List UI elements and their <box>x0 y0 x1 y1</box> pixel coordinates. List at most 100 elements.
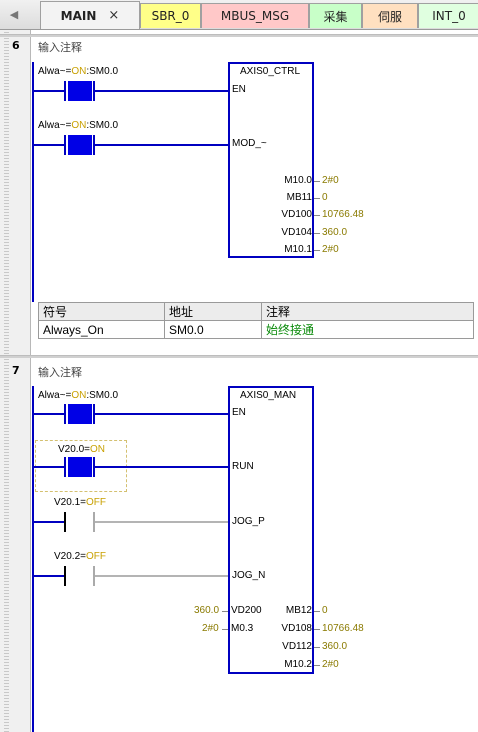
network-number: 6 <box>12 39 20 52</box>
function-block[interactable] <box>228 62 314 258</box>
block-title: AXIS0_MAN <box>240 390 297 401</box>
contact-bar <box>64 135 66 155</box>
wire <box>95 413 228 415</box>
stub <box>314 181 320 182</box>
output-value: 10766.48 <box>322 623 364 634</box>
pin-param: M0.3 <box>231 623 254 634</box>
pin-out: VD100 <box>281 209 312 220</box>
tab-label: INT_0 <box>432 9 466 23</box>
wire <box>95 90 228 92</box>
param-value: 360.0 <box>194 605 220 616</box>
contact-label: V20.2=OFF <box>54 551 106 562</box>
tab-int-0[interactable]: INT_0 <box>418 3 478 28</box>
wire <box>34 521 64 523</box>
output-value: 360.0 <box>322 227 348 238</box>
stub <box>314 629 320 630</box>
tab-main[interactable]: MAIN × <box>40 1 140 29</box>
comment-cell[interactable]: 始终接通 <box>261 320 474 339</box>
function-block[interactable] <box>228 386 314 674</box>
contact-label: Alwa~=ON:SM0.0 <box>38 120 119 131</box>
contact-bar <box>93 512 95 532</box>
wire <box>95 466 228 468</box>
contact-bar <box>64 81 66 101</box>
output-value: 2#0 <box>322 244 339 255</box>
tab-main-label: MAIN <box>60 8 97 23</box>
column-header: 符号 <box>38 302 165 321</box>
tab-scroll-left-icon[interactable]: ◀ <box>9 8 19 21</box>
contact-bar <box>93 135 95 155</box>
stub <box>314 198 320 199</box>
stub <box>314 215 320 216</box>
network-comment[interactable]: 输入注释 <box>38 41 82 54</box>
contact-energized[interactable] <box>68 457 92 477</box>
output-value: 360.0 <box>322 641 348 652</box>
symbol-table: 符号 地址 注释 Always_On SM0.0 始终接通 <box>38 302 474 339</box>
wire <box>34 466 64 468</box>
symbol-cell[interactable]: Always_On <box>38 320 165 339</box>
pin-out: MB12 <box>285 605 312 616</box>
contact-energized[interactable] <box>68 135 92 155</box>
column-header: 地址 <box>164 302 262 321</box>
tab-label: MBUS_MSG <box>220 9 290 23</box>
contact-label: Alwa~=ON:SM0.0 <box>38 66 119 77</box>
pin-param: VD200 <box>231 605 262 616</box>
gutter-hatch <box>4 30 9 732</box>
pin-out: M10.0 <box>284 175 312 186</box>
tab-servo[interactable]: 伺服 <box>362 3 418 28</box>
output-value: 10766.48 <box>322 209 364 220</box>
wire <box>34 144 64 146</box>
pin-out: M10.1 <box>284 244 312 255</box>
network-separator <box>0 34 478 37</box>
stub <box>314 665 320 666</box>
wire <box>34 90 64 92</box>
tab-mbus-msg[interactable]: MBUS_MSG <box>201 3 309 28</box>
tab-label: 采集 <box>323 9 348 24</box>
contact-bar[interactable] <box>64 566 66 586</box>
contact-bar <box>64 457 66 477</box>
power-rail <box>32 386 34 732</box>
tab-collect[interactable]: 采集 <box>309 3 362 28</box>
power-rail <box>32 62 34 302</box>
tab-label: 伺服 <box>377 9 402 24</box>
pin-out: MB11 <box>286 192 312 203</box>
wire-deenergized <box>95 521 228 523</box>
stub <box>222 629 228 630</box>
stub <box>222 611 228 612</box>
tab-bar: ◀ MAIN × SBR_0 MBUS_MSG 采集 伺服 INT_0 <box>0 0 478 30</box>
output-value: 2#0 <box>322 175 339 186</box>
contact-energized[interactable] <box>68 81 92 101</box>
wire <box>95 144 228 146</box>
pin-run: RUN <box>232 461 254 472</box>
network-comment[interactable]: 输入注释 <box>38 366 82 379</box>
contact-label: Alwa~=ON:SM0.0 <box>38 390 119 401</box>
address-cell[interactable]: SM0.0 <box>164 320 262 339</box>
table-row[interactable]: Always_On SM0.0 始终接通 <box>38 320 474 339</box>
contact-bar <box>64 404 66 424</box>
network-separator <box>0 355 478 358</box>
close-icon[interactable]: × <box>108 8 120 23</box>
output-value: 0 <box>322 192 328 203</box>
stub <box>314 647 320 648</box>
contact-energized[interactable] <box>68 404 92 424</box>
pin-en: EN <box>232 84 246 95</box>
pin-jog-n: JOG_N <box>232 570 266 581</box>
block-title: AXIS0_CTRL <box>240 66 301 77</box>
stub <box>314 250 320 251</box>
contact-label: V20.0=ON <box>58 444 105 455</box>
pin-out: VD112 <box>282 641 312 652</box>
pin-jog-p: JOG_P <box>232 516 265 527</box>
pin-en: EN <box>232 407 246 418</box>
wire <box>34 575 64 577</box>
output-value: 0 <box>322 605 328 616</box>
contact-bar <box>93 404 95 424</box>
tab-sbr-0[interactable]: SBR_0 <box>140 3 201 28</box>
tab-label: SBR_0 <box>151 9 190 23</box>
contact-bar[interactable] <box>64 512 66 532</box>
network-gutter <box>0 30 31 732</box>
symbol-table-header: 符号 地址 注释 <box>38 302 474 321</box>
contact-bar <box>93 566 95 586</box>
param-value: 2#0 <box>202 623 219 634</box>
contact-label: V20.1=OFF <box>54 497 106 508</box>
pin-out: VD108 <box>281 623 312 634</box>
wire-deenergized <box>95 575 228 577</box>
